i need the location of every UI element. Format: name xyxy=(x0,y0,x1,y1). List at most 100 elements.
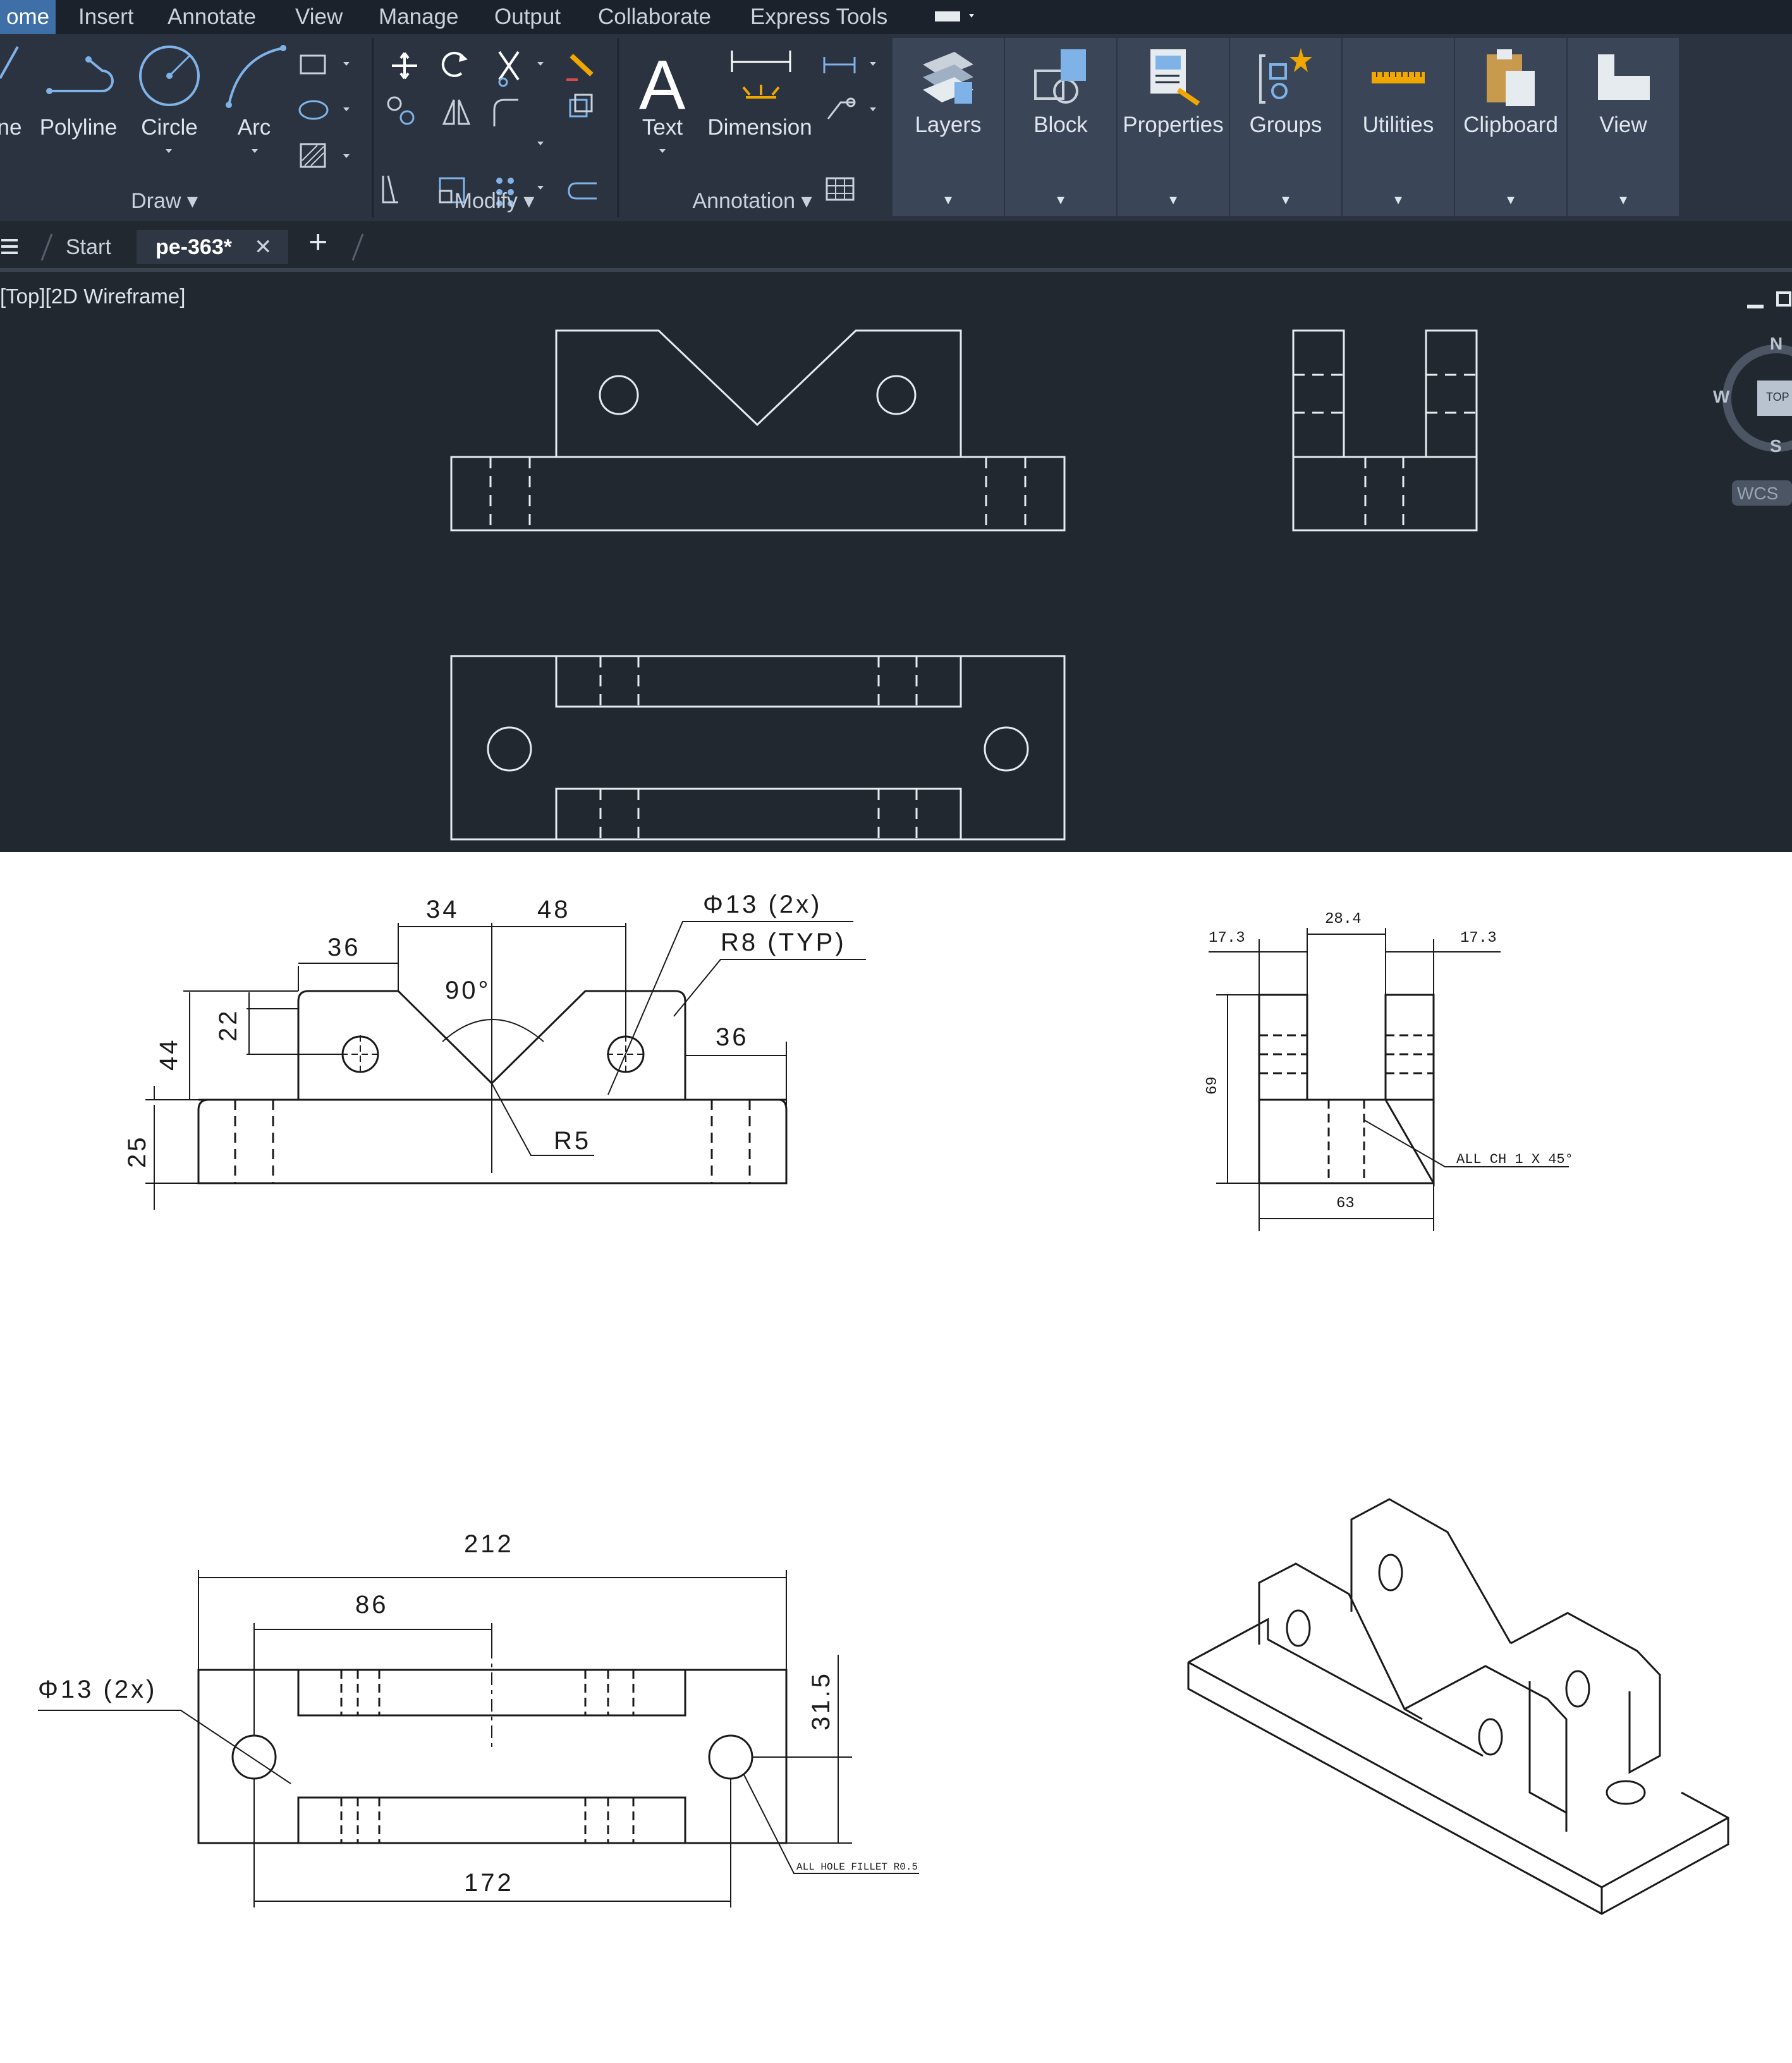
polyline-tool-label[interactable]: Polyline xyxy=(39,115,118,140)
side-view xyxy=(1292,329,1478,457)
fillet-icon[interactable] xyxy=(493,99,518,126)
tab-start[interactable]: Start xyxy=(66,235,111,259)
dim-front-34: 34 xyxy=(426,896,460,923)
note-side-chamfer: ALL CH 1 X 45° xyxy=(1456,1152,1573,1167)
tab-divider-icon xyxy=(40,233,53,261)
dim-top-31-5: 31.5 xyxy=(807,1671,835,1731)
erase-icon[interactable] xyxy=(566,54,594,81)
modify-panel-title[interactable]: Modify ▾ xyxy=(454,189,535,213)
line-icon[interactable] xyxy=(0,46,19,79)
workspace-switcher-icon[interactable] xyxy=(932,8,983,27)
dim-front-25: 25 xyxy=(123,1135,151,1169)
stretch-icon[interactable] xyxy=(382,175,398,204)
hatch-icon[interactable] xyxy=(300,143,326,168)
draw-panel-title[interactable]: Draw ▾ xyxy=(131,189,198,213)
circle-icon[interactable] xyxy=(139,46,200,106)
side-view-base xyxy=(1292,456,1478,532)
menu-icon[interactable] xyxy=(0,234,25,259)
tab-insert[interactable]: Insert xyxy=(78,4,134,29)
ribbon-icons: A xyxy=(0,38,876,217)
model-space[interactable] xyxy=(0,272,1792,852)
viewcube-south[interactable]: S xyxy=(1770,436,1782,456)
tab-view[interactable]: View xyxy=(295,4,343,29)
utilities-button[interactable]: Utilities ▼ xyxy=(1343,38,1456,216)
move-icon[interactable] xyxy=(392,52,417,80)
viewcube[interactable]: N W S TOP WCS xyxy=(1707,329,1792,518)
side-view xyxy=(1258,994,1435,1187)
tab-output[interactable]: Output xyxy=(494,4,561,29)
tab-underline xyxy=(0,268,1792,272)
properties-icon xyxy=(1150,49,1200,106)
file-tab-bar: Start pe-363* ✕ + xyxy=(0,221,1792,272)
layers-button[interactable]: Layers ▼ xyxy=(893,38,1006,216)
dim-front-angle: 90° xyxy=(445,977,491,1004)
array-icon[interactable] xyxy=(569,94,593,118)
note-top-hole-fillet: ALL HOLE FILLET R0.5 xyxy=(796,1861,918,1873)
dim-front-22: 22 xyxy=(214,1009,242,1042)
clipboard-icon xyxy=(1487,49,1535,106)
dim-top-212: 212 xyxy=(464,1530,514,1558)
table-icon[interactable] xyxy=(826,177,855,201)
rectangle-icon[interactable] xyxy=(300,54,326,75)
dim-side-17-3-right: 17.3 xyxy=(1460,930,1497,947)
polyline-icon[interactable] xyxy=(46,56,114,94)
new-tab-icon[interactable]: + xyxy=(308,224,328,260)
front-hole-right xyxy=(876,375,917,415)
line-tool-label[interactable]: ne xyxy=(0,115,22,140)
close-tab-icon[interactable]: ✕ xyxy=(254,235,272,259)
viewport-minimize-icon[interactable] xyxy=(1745,288,1792,313)
rect-array-icon[interactable] xyxy=(496,178,514,207)
front-view-upper xyxy=(555,329,962,457)
top-hole-left xyxy=(487,726,532,772)
mirror-icon[interactable] xyxy=(442,99,471,125)
dim-front-hole-diameter: Φ13 (2x) xyxy=(703,891,822,918)
dimension-icon[interactable] xyxy=(731,51,791,99)
copy-icon[interactable] xyxy=(387,96,415,125)
tab-collaborate[interactable]: Collaborate xyxy=(598,4,711,29)
linear-dim-icon[interactable] xyxy=(823,57,856,73)
annotation-panel-title[interactable]: Annotation ▾ xyxy=(692,189,812,213)
viewcube-west[interactable]: W xyxy=(1713,387,1730,406)
clipboard-button[interactable]: Clipboard ▼ xyxy=(1455,38,1569,216)
groups-button[interactable]: Groups ▼ xyxy=(1230,38,1344,216)
tab-manage[interactable]: Manage xyxy=(379,4,459,29)
arc-icon[interactable] xyxy=(226,45,286,108)
groups-icon xyxy=(1259,48,1312,104)
block-button[interactable]: Block ▼ xyxy=(1005,38,1119,216)
dim-top-hole-diameter: Φ13 (2x) xyxy=(38,1676,157,1703)
dim-top-172: 172 xyxy=(464,1869,514,1897)
top-view xyxy=(450,655,1066,841)
tab-divider-icon xyxy=(351,233,364,261)
scale-icon[interactable] xyxy=(439,177,465,204)
viewcube-north[interactable]: N xyxy=(1770,334,1783,353)
dim-side-69: 69 xyxy=(1204,1076,1221,1095)
dimension-tool-label[interactable]: Dimension xyxy=(707,115,812,140)
circle-tool-label[interactable]: Circle xyxy=(141,115,198,140)
top-view xyxy=(197,1646,788,1844)
tab-annotate[interactable]: Annotate xyxy=(168,4,257,29)
text-icon[interactable]: A xyxy=(639,46,686,124)
viewcube-ring-icon xyxy=(1722,344,1792,506)
dim-front-fillet-radius: R8 (TYP) xyxy=(721,928,846,956)
layers-icon xyxy=(923,52,973,104)
top-hole-right xyxy=(984,726,1029,772)
isometric-view xyxy=(1187,1498,1729,1915)
leader-icon[interactable] xyxy=(827,97,856,119)
tab-active-file[interactable]: pe-363* ✕ xyxy=(137,230,288,264)
tab-home[interactable]: ome xyxy=(0,0,56,34)
ellipse-icon[interactable] xyxy=(298,100,329,120)
arc-tool-label[interactable]: Arc xyxy=(237,115,271,140)
offset-icon[interactable] xyxy=(568,182,597,200)
viewport-label[interactable]: [Top][2D Wireframe] xyxy=(0,284,186,308)
trim-icon[interactable] xyxy=(498,51,520,87)
wcs-menu[interactable]: WCS xyxy=(1737,484,1779,503)
svg-text:A: A xyxy=(639,46,686,124)
tab-express-tools[interactable]: Express Tools xyxy=(750,4,888,29)
view-button[interactable]: View ▼ xyxy=(1568,38,1681,216)
rotate-icon[interactable] xyxy=(441,51,468,77)
text-tool-label[interactable]: Text xyxy=(642,115,683,140)
properties-button[interactable]: Properties ▼ xyxy=(1118,38,1231,216)
dim-front-r5: R5 xyxy=(554,1127,591,1155)
dim-side-63: 63 xyxy=(1336,1195,1355,1212)
viewcube-top-face[interactable]: TOP xyxy=(1766,391,1789,403)
